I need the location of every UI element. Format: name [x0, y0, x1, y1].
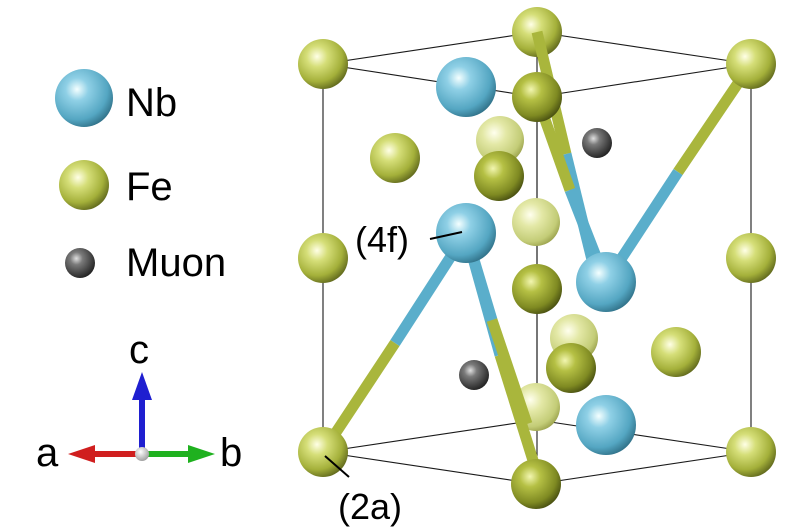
fe-atom — [726, 233, 776, 283]
muon — [582, 128, 612, 158]
legend: Nb Fe Muon — [55, 69, 226, 285]
muon — [459, 360, 489, 390]
site-4f-label: (4f) — [355, 219, 409, 260]
cell-edge — [536, 419, 752, 453]
nb-atom — [436, 57, 496, 117]
nb-atom-icon — [55, 69, 113, 127]
b-axis-arrowhead — [188, 445, 215, 463]
bond-fe — [486, 318, 533, 426]
fe-atom — [474, 151, 524, 201]
cell-edge — [536, 451, 752, 485]
nb-atom — [576, 252, 636, 312]
axis-indicator: c a b — [36, 328, 242, 475]
site-2a-label: (2a) — [338, 486, 402, 527]
fe-atom — [511, 459, 561, 509]
nb-atom — [576, 395, 636, 455]
legend-item-nb: Nb — [55, 69, 177, 127]
legend-label-fe: Fe — [126, 165, 173, 209]
legend-label-nb: Nb — [126, 81, 177, 125]
fe-atom-icon — [59, 160, 109, 210]
site-annotations: (4f) (2a) — [324, 219, 463, 527]
legend-item-fe: Fe — [59, 160, 173, 210]
axis-origin-dot — [135, 447, 149, 461]
cell-edge — [322, 451, 538, 485]
legend-item-muon: Muon — [65, 241, 226, 285]
cell-edge — [322, 63, 538, 98]
c-axis-label: c — [129, 328, 149, 372]
nb-atom — [436, 203, 496, 263]
site-4f-pointer — [429, 231, 463, 240]
b-axis-label: b — [220, 431, 242, 475]
muon-icon — [65, 248, 95, 278]
a-axis-arrowhead — [68, 445, 95, 463]
fe-atom — [512, 264, 562, 314]
fe-atom — [298, 39, 348, 89]
legend-label-muon: Muon — [126, 241, 226, 285]
cell-edge — [536, 31, 752, 65]
cell-edge — [536, 63, 752, 98]
fe-atom — [651, 327, 701, 377]
fe-atom — [298, 233, 348, 283]
cell-edge — [322, 31, 538, 65]
fe-atom — [370, 133, 420, 183]
c-axis-arrowhead — [132, 372, 152, 400]
a-axis-label: a — [36, 431, 59, 475]
cell-edge — [322, 419, 538, 453]
fe-atom — [546, 343, 596, 393]
site-2a-pointer — [324, 455, 350, 478]
fe-atom — [726, 39, 776, 89]
fe-atom — [512, 198, 560, 246]
fe-atom — [512, 72, 562, 122]
fe-atom — [726, 427, 776, 477]
fe-atom — [476, 116, 524, 164]
front-atoms — [298, 39, 776, 509]
